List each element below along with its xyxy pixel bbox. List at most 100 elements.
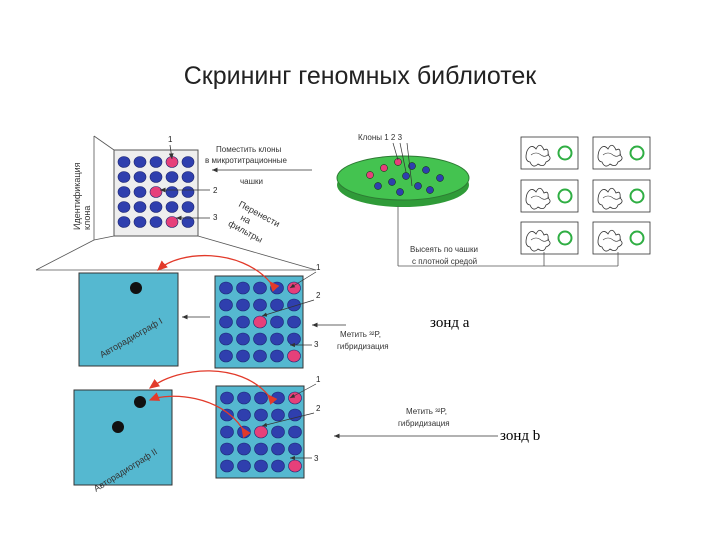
well — [149, 216, 163, 228]
well — [149, 156, 163, 168]
bacterial-cell — [592, 179, 651, 213]
colony — [366, 171, 374, 179]
correspondence-arrow-b1 — [148, 370, 278, 405]
clone-identification-label: Идентификация клона — [72, 160, 92, 230]
well — [117, 171, 131, 183]
well — [220, 391, 234, 405]
well — [133, 186, 147, 198]
well — [270, 315, 284, 329]
plate-out-bracket — [397, 206, 619, 267]
plate-number-2: 2 — [213, 186, 218, 195]
page-title: Скрининг геномных библиотек — [183, 62, 537, 90]
well — [181, 186, 195, 198]
autoradiograph-b-spot-1 — [134, 396, 146, 408]
correspondence-arrow-a — [157, 255, 280, 292]
petri-dish — [336, 155, 470, 207]
colony — [394, 158, 402, 166]
well — [271, 459, 285, 473]
colony — [426, 186, 434, 194]
well — [149, 171, 163, 183]
well — [237, 391, 251, 405]
colony — [436, 174, 444, 182]
well — [270, 281, 284, 295]
plate-out-label: Высеять по чашки с плотной средой — [410, 245, 480, 266]
bacterial-cell — [520, 221, 579, 255]
well — [253, 298, 267, 312]
positive-clone-well — [287, 281, 301, 295]
well — [117, 201, 131, 213]
well — [271, 442, 285, 456]
filter-a-number-1: 1 — [316, 263, 321, 272]
colony — [414, 182, 422, 190]
transfer-to-filters-label: Перенести на фильтры — [227, 199, 284, 250]
autoradiograph-a-spot — [130, 282, 142, 294]
well — [220, 459, 234, 473]
bacterial-cell — [520, 179, 579, 213]
well — [133, 156, 147, 168]
well — [133, 216, 147, 228]
well — [254, 442, 268, 456]
positive-clone-well — [253, 315, 267, 329]
autoradiograph-a: Авторадиограф I — [78, 272, 179, 367]
well — [117, 216, 131, 228]
clones-123-label: Клоны 1 2 3 — [358, 133, 403, 142]
well — [236, 349, 250, 363]
place-clones-label: Поместить клоны в микротитрационные чашк… — [205, 145, 289, 186]
microtiter-plate — [113, 149, 199, 237]
well — [236, 281, 250, 295]
well — [219, 281, 233, 295]
well — [133, 201, 147, 213]
positive-clone-well — [288, 459, 302, 473]
well — [133, 171, 147, 183]
filter-b-number-2: 2 — [316, 404, 321, 413]
well — [219, 332, 233, 346]
colony — [380, 164, 388, 172]
filter-b-number-1: 1 — [316, 375, 321, 384]
well — [181, 216, 195, 228]
well — [237, 425, 251, 439]
filter-b-number-3: 3 — [314, 454, 319, 463]
colony — [402, 172, 410, 180]
well — [271, 425, 285, 439]
well — [117, 156, 131, 168]
well — [271, 408, 285, 422]
well — [220, 442, 234, 456]
colony — [374, 182, 382, 190]
well — [236, 298, 250, 312]
well — [219, 315, 233, 329]
well — [181, 156, 195, 168]
well — [253, 281, 267, 295]
well — [237, 459, 251, 473]
colony — [408, 162, 416, 170]
filter-a-number-2: 2 — [316, 291, 321, 300]
well — [149, 201, 163, 213]
hybridization-filter-b — [215, 385, 305, 479]
plate-number-1: 1 — [168, 135, 173, 144]
well — [220, 425, 234, 439]
positive-clone-well — [149, 186, 163, 198]
well — [165, 201, 179, 213]
well — [287, 315, 301, 329]
well — [270, 349, 284, 363]
well — [288, 408, 302, 422]
colony — [422, 166, 430, 174]
probe-a-label: зонд а — [430, 315, 470, 331]
well — [237, 408, 251, 422]
label-32p-b: Метить ³²P, гибридизация — [398, 407, 450, 428]
well — [165, 171, 179, 183]
well — [270, 298, 284, 312]
positive-clone-well — [165, 216, 179, 228]
well — [181, 201, 195, 213]
colony — [396, 188, 404, 196]
well — [219, 298, 233, 312]
bacterial-cell — [592, 221, 651, 255]
autoradiograph-b: Авторадиограф II — [73, 389, 173, 494]
well — [254, 408, 268, 422]
well — [220, 408, 234, 422]
well — [254, 391, 268, 405]
well — [117, 186, 131, 198]
bacterial-cell — [592, 136, 651, 170]
well — [288, 442, 302, 456]
positive-clone-well — [254, 425, 268, 439]
well — [236, 315, 250, 329]
